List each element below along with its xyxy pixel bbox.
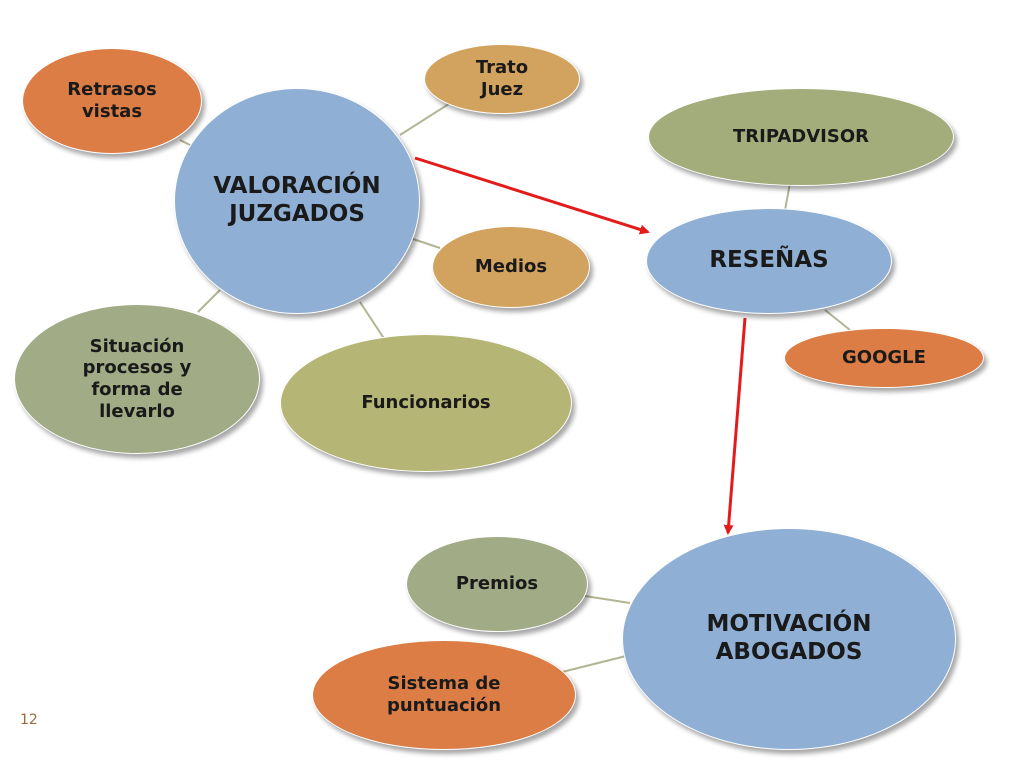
node-motivacion-label: MOTIVACIÓN ABOGADOS xyxy=(706,611,872,665)
node-funcionarios: Funcionarios xyxy=(280,334,572,472)
page-number: 12 xyxy=(20,712,38,728)
node-sistema-label: Sistema de puntuación xyxy=(386,673,502,716)
connector-google xyxy=(824,309,851,331)
node-sistema-puntuacion: Sistema de puntuación xyxy=(312,640,576,750)
connector-situacion xyxy=(197,289,221,313)
node-retrasos-vistas: Retrasos vistas xyxy=(22,48,202,154)
arrow-resenas-to-motivacion xyxy=(723,317,747,535)
node-funcionarios-label: Funcionarios xyxy=(361,392,491,414)
connector-medios xyxy=(409,237,441,249)
node-retrasos-label: Retrasos vistas xyxy=(67,79,157,122)
node-google-label: GOOGLE xyxy=(842,347,926,369)
node-situacion-label: Situación procesos y forma de llevarlo xyxy=(82,335,192,422)
connector-funcionarios xyxy=(359,301,386,341)
node-medios-label: Medios xyxy=(474,256,548,278)
node-trato-juez: Trato Juez xyxy=(424,44,580,114)
node-situacion-procesos: Situación procesos y forma de llevarlo xyxy=(14,304,260,454)
arrow-valoracion-to-resenas xyxy=(414,156,650,235)
connector-premios xyxy=(584,595,631,604)
node-valoracion-juzgados: VALORACIÓN JUZGADOS xyxy=(174,88,420,314)
node-resenas: RESEÑAS xyxy=(646,208,892,314)
node-premios: Premios xyxy=(406,536,588,632)
node-tripadvisor-label: TRIPADVISOR xyxy=(732,126,869,148)
node-google: GOOGLE xyxy=(784,328,984,388)
node-premios-label: Premios xyxy=(455,573,539,595)
node-medios: Medios xyxy=(432,226,590,308)
node-tripadvisor: TRIPADVISOR xyxy=(648,88,954,186)
node-valoracion-label: VALORACIÓN JUZGADOS xyxy=(213,173,381,227)
node-motivacion-abogados: MOTIVACIÓN ABOGADOS xyxy=(622,528,956,750)
connector-trato xyxy=(399,99,456,136)
connector-tripadvisor xyxy=(784,182,791,211)
node-trato-label: Trato Juez xyxy=(475,57,529,100)
connector-sistema xyxy=(561,654,631,673)
node-resenas-label: RESEÑAS xyxy=(709,247,829,274)
